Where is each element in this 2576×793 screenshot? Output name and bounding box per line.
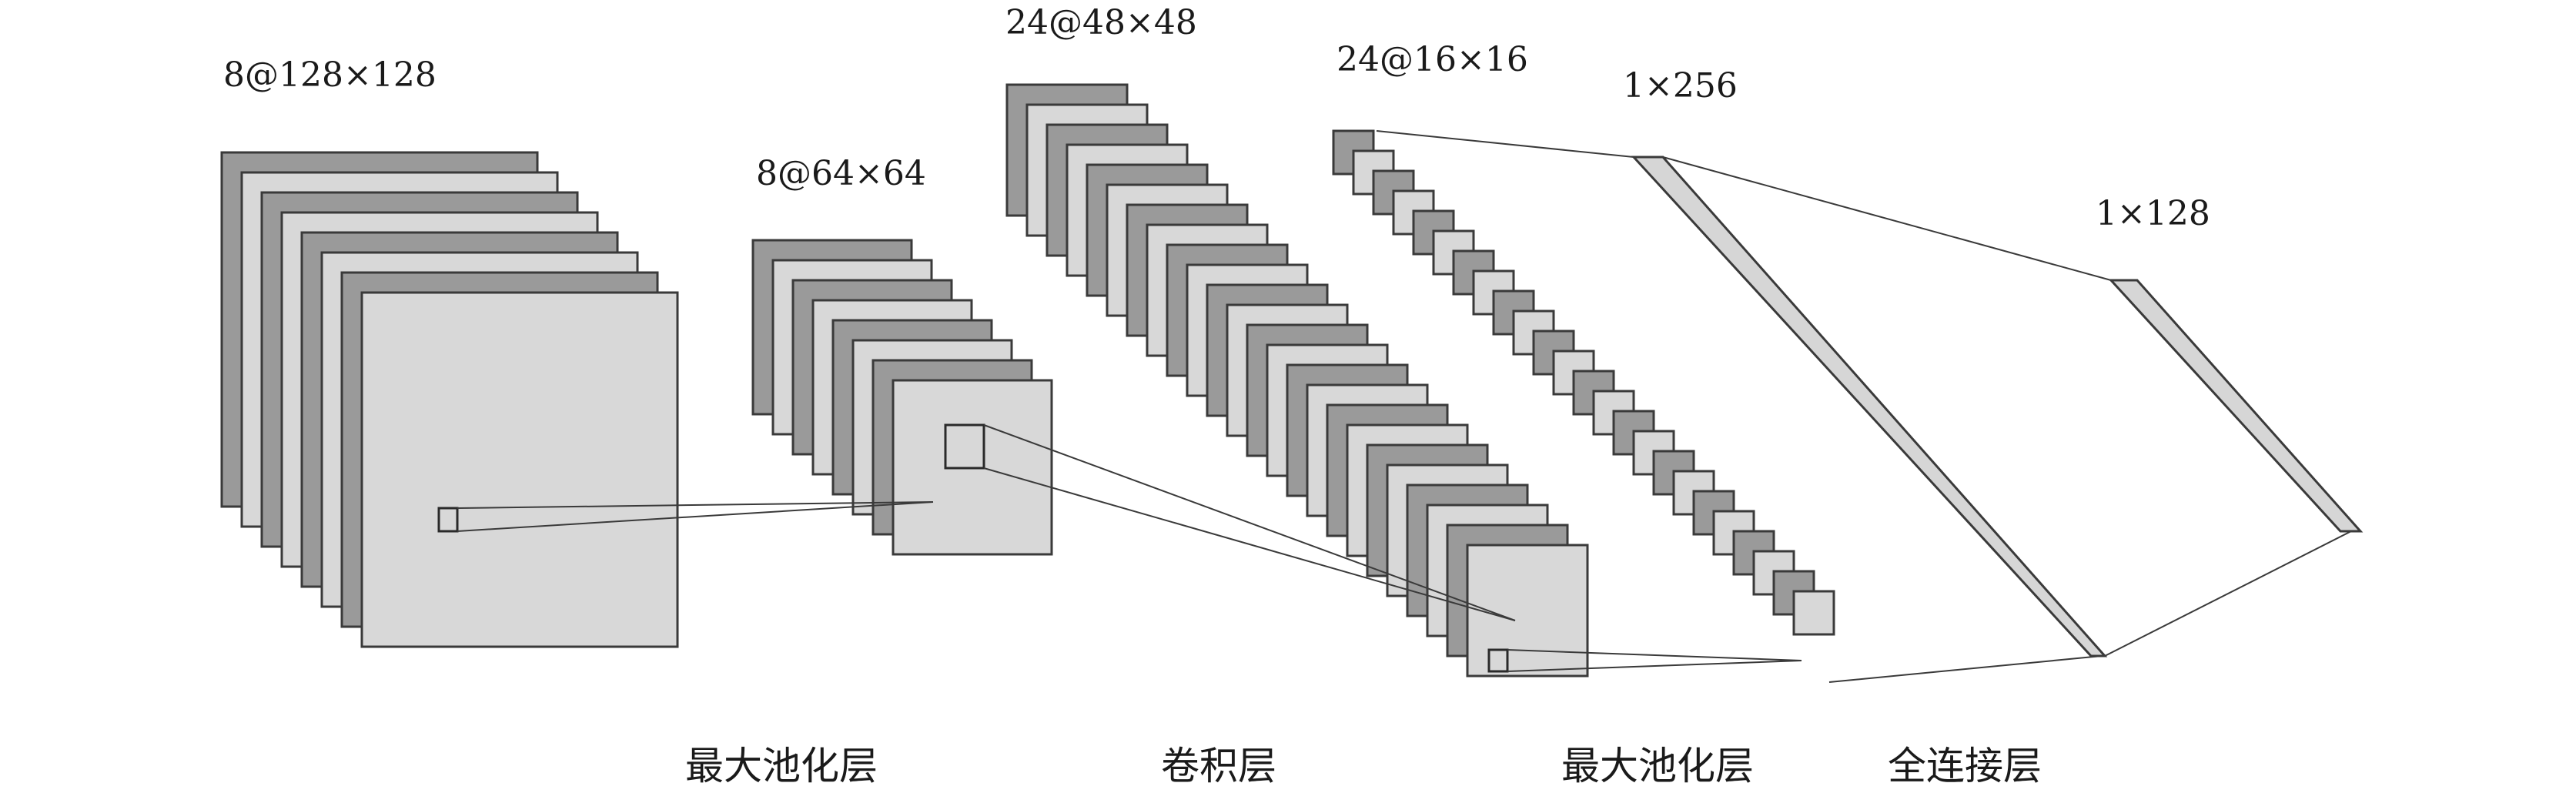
input-feature-map-stack <box>220 151 679 648</box>
fc2-layer-bar <box>2108 279 2364 533</box>
connection-conv-to-pool2-b <box>1507 660 1802 672</box>
fc2-dimension-label: 1×128 <box>2096 194 2210 233</box>
fc1-dimension-label: 1×256 <box>1623 66 1738 105</box>
pool2-feature-map-24 <box>1792 590 1835 636</box>
conv-feature-map-stack <box>1005 83 1589 678</box>
conv-layer-label: 卷积层 <box>1161 744 1276 788</box>
input-dimension-label: 8@128×128 <box>223 55 437 95</box>
pool2-dimension-label: 24@16×16 <box>1337 40 1528 79</box>
kernel-pool1 <box>944 423 985 470</box>
connection-fc1-to-fc2-bottom <box>2104 529 2355 657</box>
connection-input-to-pool1-b <box>457 501 934 532</box>
connection-pool2-to-fc1-bottom <box>1828 655 2103 683</box>
connection-pool2-to-fc1-top <box>1376 130 1634 158</box>
pool1-layer-label: 最大池化层 <box>685 744 878 788</box>
pool1-feature-map-8 <box>892 379 1053 556</box>
fc1-layer-bar <box>1631 156 2108 657</box>
pool1-dimension-label: 8@64×64 <box>756 154 926 193</box>
conv-feature-map-24 <box>1466 544 1589 678</box>
pool1-feature-map-stack <box>751 239 1053 556</box>
connection-pool1-to-conv-b <box>983 467 1516 621</box>
kernel-input <box>437 507 459 533</box>
connection-input-to-pool1 <box>457 501 934 509</box>
connection-fc1-to-fc2-top <box>1662 156 2112 281</box>
connection-pool1-to-conv <box>983 424 1516 621</box>
conv-dimension-label: 24@48×48 <box>1005 3 1197 42</box>
pool2-feature-map-stack <box>1332 129 1835 636</box>
connection-conv-to-pool2 <box>1507 649 1802 661</box>
kernel-conv <box>1487 648 1509 673</box>
input-feature-map-8 <box>360 291 679 648</box>
fc-layer-label: 全连接层 <box>1888 744 2042 788</box>
pool2-layer-label: 最大池化层 <box>1561 744 1754 788</box>
